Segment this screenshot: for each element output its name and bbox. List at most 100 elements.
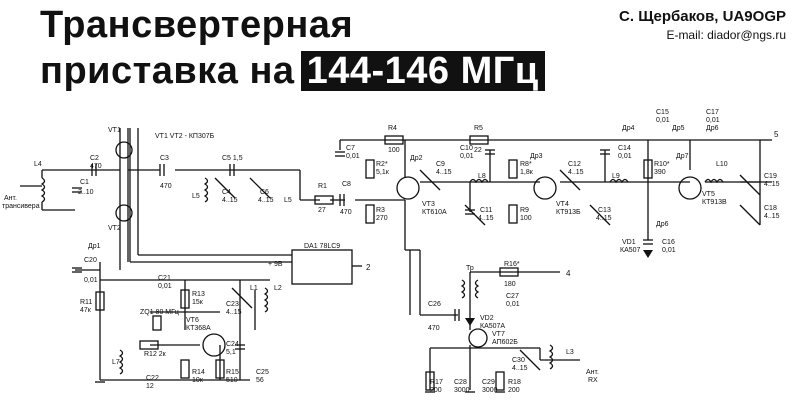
title-frequency: 144-146 МГц xyxy=(300,51,545,91)
label-c13-val: 4..15 xyxy=(596,215,612,222)
label-c15-val: 0,01 xyxy=(656,117,670,124)
port-4: 4 xyxy=(566,269,571,278)
component-labels: VT1 VT2 VT1 VT2 - КП307Б L4 C1 2..10 C2 … xyxy=(2,109,780,394)
label-c24: C24 xyxy=(226,341,239,348)
label-r10: R10* xyxy=(654,161,670,168)
label-c3: C3 xyxy=(160,155,169,162)
label-vt12-note: VT1 VT2 - КП307Б xyxy=(155,133,215,140)
label-c6: C6 xyxy=(260,189,269,196)
port-2: 2 xyxy=(366,263,371,272)
label-c9: C9 xyxy=(436,161,445,168)
label-c1-val: 2..10 xyxy=(78,189,94,196)
label-vt2: VT2 xyxy=(108,225,121,232)
label-c27: C27 xyxy=(506,293,519,300)
label-c7: C7 xyxy=(346,145,355,152)
label-r10-val: 390 xyxy=(654,169,666,176)
label-da1: DA1 78LC9 xyxy=(304,243,340,250)
label-c11: C11 xyxy=(480,207,492,214)
label-c23: C23 xyxy=(226,301,239,308)
label-c21-val: 0,01 xyxy=(158,283,172,290)
label-c26-val: 470 xyxy=(428,325,440,332)
label-c28: C28 xyxy=(454,379,467,386)
label-c17-val: 0,01 xyxy=(706,117,720,124)
label-dr6: Др6 xyxy=(706,125,719,132)
label-r4-val: 100 xyxy=(388,147,400,154)
label-c24-val: 5,1 xyxy=(226,349,236,356)
label-r13-val: 15к xyxy=(192,299,204,306)
label-r8: R8* xyxy=(520,161,532,168)
label-c30-val: 4..15 xyxy=(512,365,528,372)
label-c13: C13 xyxy=(598,207,611,214)
label-r5: R5 xyxy=(474,125,483,132)
label-l2: L2 xyxy=(274,285,282,292)
email: E-mail: diador@ngs.ru xyxy=(666,28,786,42)
label-r18-val: 200 xyxy=(508,387,520,394)
label-vt6: VT6 xyxy=(186,317,199,324)
label-c23-val: 4..15 xyxy=(226,309,242,316)
label-c2: C2 xyxy=(90,155,99,162)
label-c28-val: 3000 xyxy=(454,387,470,394)
label-ant-rx2: RX xyxy=(588,377,598,384)
label-c17: C17 xyxy=(706,109,719,116)
label-vt1: VT1 xyxy=(108,127,121,134)
label-c9-val: 4..15 xyxy=(436,169,452,176)
label-vt7-type: АП602Б xyxy=(492,339,518,346)
label-r18: R18 xyxy=(508,379,521,386)
label-vt4: VT4 xyxy=(556,201,569,208)
label-dr6b: Др6 xyxy=(656,221,669,228)
label-c15: C15 xyxy=(656,109,669,116)
label-l4: L4 xyxy=(34,161,42,168)
label-l9: L9 xyxy=(612,173,620,180)
label-r2: R2* xyxy=(376,161,388,168)
label-l5a: L5 xyxy=(192,193,200,200)
label-c20-val: 0,01 xyxy=(84,277,98,284)
label-vt3-type: КТ610А xyxy=(422,209,447,216)
label-r4: R4 xyxy=(388,125,397,132)
label-r9: R9 xyxy=(520,207,529,214)
label-l5b: L5 xyxy=(284,197,292,204)
label-c18-val: 4..15 xyxy=(764,213,780,220)
label-c7-val: 0,01 xyxy=(346,153,360,160)
label-r14-val: 10к xyxy=(192,377,204,384)
label-r11: R11 xyxy=(80,299,92,306)
author: С. Щербаков, UA9OGP xyxy=(619,8,786,25)
label-c19-val: 4..15 xyxy=(764,181,780,188)
label-l3: L3 xyxy=(566,349,574,356)
wires xyxy=(20,128,772,390)
label-zq1: ZQ1 80 МГц xyxy=(140,309,179,316)
label-c25-val: 56 xyxy=(256,377,264,384)
label-c22-val: 12 xyxy=(146,383,154,390)
label-c16-val: 0,01 xyxy=(662,247,676,254)
label-c16: C16 xyxy=(662,239,675,246)
label-c5: C5 1,5 xyxy=(222,155,243,162)
label-r8-val: 1,8к xyxy=(520,169,534,176)
label-l1: L1 xyxy=(250,285,258,292)
label-vt5-type: КТ913В xyxy=(702,199,727,206)
label-r3: R3 xyxy=(376,207,385,214)
label-c4-val: 4..15 xyxy=(222,197,238,204)
label-c22: C22 xyxy=(146,375,159,382)
label-r16-val: 180 xyxy=(504,281,516,288)
label-r17-val: 200 xyxy=(430,387,442,394)
label-c8: C8 xyxy=(342,181,351,188)
label-r12: R12 2к xyxy=(144,351,167,358)
label-r16: R16* xyxy=(504,261,520,268)
label-c8-val: 470 xyxy=(340,209,352,216)
label-c6-val: 4..15 xyxy=(258,197,274,204)
label-l7: L7 xyxy=(112,359,120,366)
label-c26: C26 xyxy=(428,301,441,308)
label-r11-val: 47к xyxy=(80,307,92,314)
label-c3-val: 470 xyxy=(160,183,172,190)
label-c18: C18 xyxy=(764,205,777,212)
label-vt6-type: КТ368А xyxy=(186,325,211,332)
label-c27-val: 0,01 xyxy=(506,301,520,308)
label-ant-trx2: трансивера xyxy=(2,203,40,210)
label-r15-val: 510 xyxy=(226,377,238,384)
label-dr5: Др5 xyxy=(672,125,685,132)
label-c29-val: 3000 xyxy=(482,387,498,394)
label-r1-val: 27 xyxy=(318,207,326,214)
label-r5-val: 22 xyxy=(474,147,482,154)
label-dr7: Др7 xyxy=(676,153,689,160)
label-c30: C30 xyxy=(512,357,525,364)
